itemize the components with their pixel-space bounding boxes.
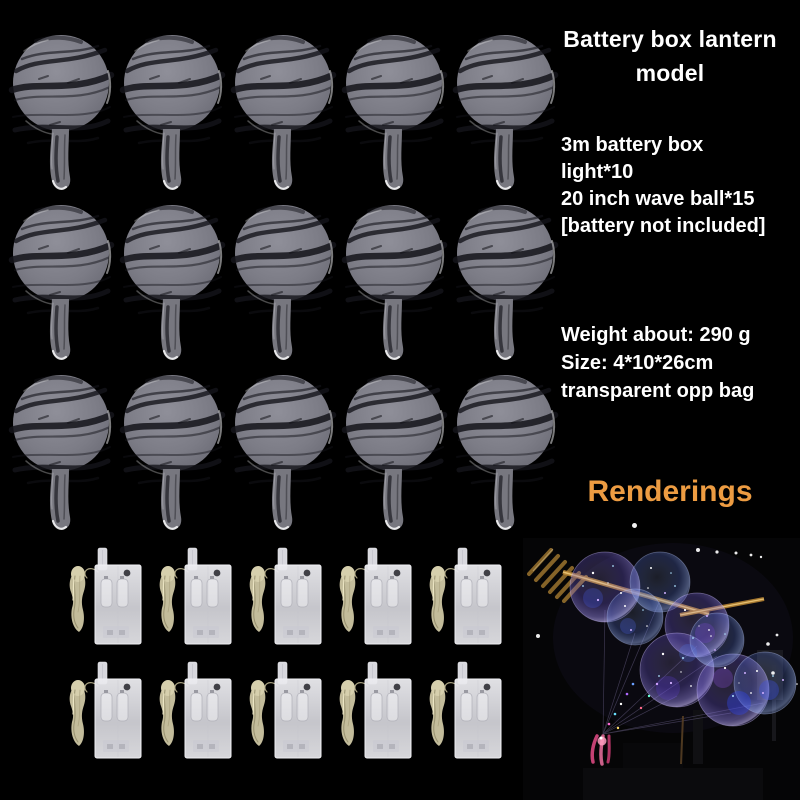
deflated-balloon-image xyxy=(6,33,117,193)
deflated-balloon-image xyxy=(339,33,450,193)
deflated-balloon-image xyxy=(339,203,450,363)
page-title: Battery box lantern model xyxy=(563,26,777,86)
deflated-balloon-image xyxy=(117,373,228,533)
detail-line: Weight about: 290 g xyxy=(561,324,751,346)
balloon-grid xyxy=(6,33,561,543)
deflated-balloon-image xyxy=(450,373,561,533)
battery-box-string-light-image xyxy=(243,546,325,652)
spec-line: light*10 xyxy=(561,161,634,183)
detail-line: Size: 4*10*26cm xyxy=(561,352,714,374)
battery-box-string-light-image xyxy=(423,546,505,652)
battery-box-string-light-image xyxy=(63,546,145,652)
package-contents: 3m battery box light*10 20 inch wave bal… xyxy=(561,132,796,240)
battery-box-string-light-image xyxy=(153,660,235,766)
deflated-balloon-image xyxy=(117,203,228,363)
deflated-balloon-image xyxy=(6,203,117,363)
deflated-balloon-image xyxy=(450,203,561,363)
deflated-balloon-image xyxy=(228,203,339,363)
deflated-balloon-image xyxy=(117,33,228,193)
renderings-heading: Renderings xyxy=(587,475,753,508)
battery-box-string-light-image xyxy=(63,660,145,766)
battery-box-string-light-image xyxy=(153,546,235,652)
spec-line: 3m battery box xyxy=(561,134,704,156)
renderings-photo xyxy=(523,538,800,800)
deflated-balloon-image xyxy=(228,33,339,193)
deflated-balloon-image xyxy=(6,373,117,533)
battery-box-string-light-image xyxy=(423,660,505,766)
battery-box-string-light-image xyxy=(333,660,415,766)
battery-box-string-light-image xyxy=(243,660,325,766)
detail-line: transparent opp bag xyxy=(561,380,755,402)
bokeh-dot xyxy=(632,523,637,528)
spec-line: 20 inch wave ball*15 xyxy=(561,188,755,210)
product-details: Weight about: 290 g Size: 4*10*26cm tran… xyxy=(561,321,799,405)
battery-box-string-light-image xyxy=(333,546,415,652)
deflated-balloon-image xyxy=(228,373,339,533)
battery-grid xyxy=(63,546,513,774)
deflated-balloon-image xyxy=(339,373,450,533)
spec-line: [battery not included] xyxy=(561,215,766,237)
